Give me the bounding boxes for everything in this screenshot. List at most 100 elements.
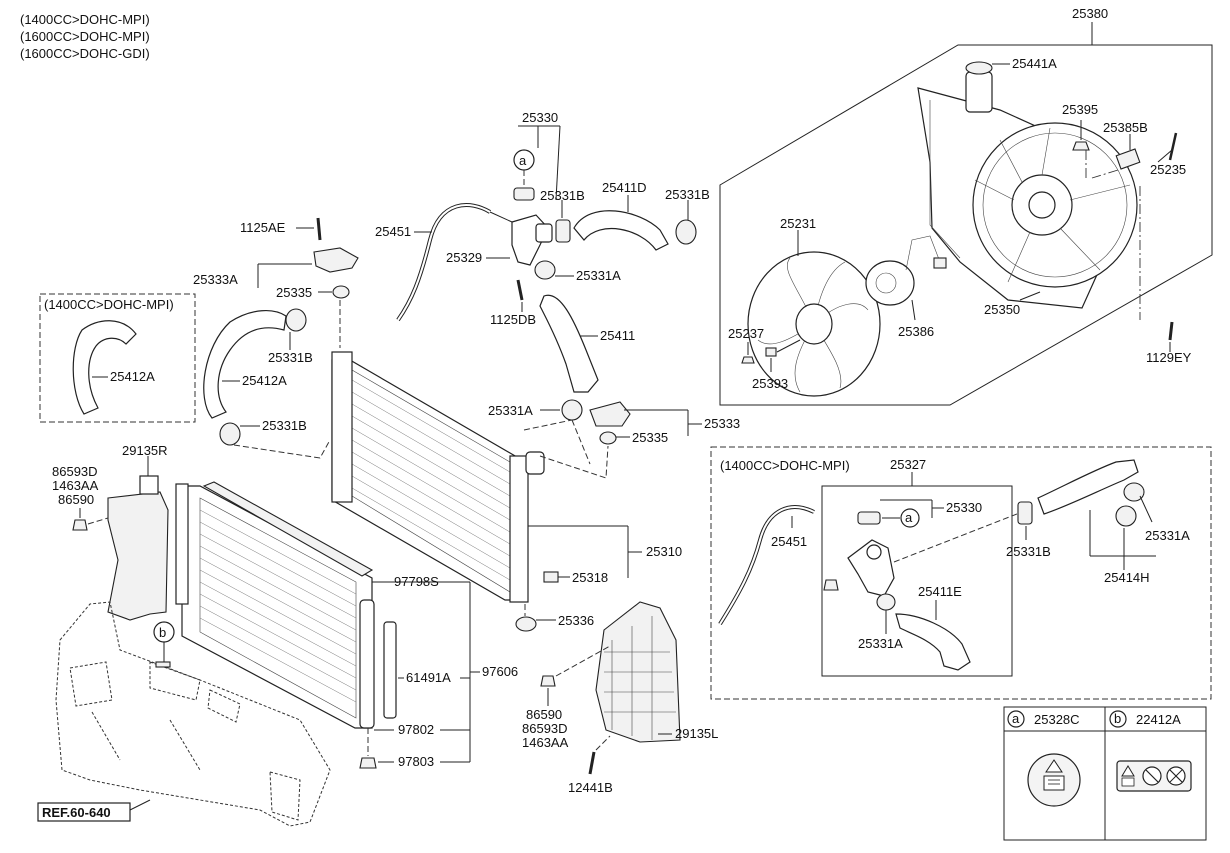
- header-note-2: (1600CC>DOHC-MPI): [20, 29, 150, 44]
- callout-a-2-letter: a: [905, 510, 913, 525]
- hose-25412A: [203, 310, 287, 419]
- clamp-25331B-1: [555, 219, 571, 243]
- left-option-note: (1400CC>DOHC-MPI): [44, 297, 174, 312]
- air-guard-29135R-clip: [139, 475, 159, 495]
- bush-25335-2: [599, 431, 617, 445]
- motor-connector: [933, 257, 947, 269]
- bolt-1125AE: [316, 217, 322, 241]
- upper-hose-group: 25330 a 25329 25331B 25411D 25331B 25451…: [375, 110, 710, 393]
- label-25412A-1: 25412A: [110, 369, 155, 384]
- label-25318: 25318: [572, 570, 608, 585]
- label-25331B-5: 25331B: [1006, 544, 1051, 559]
- callout-a-2: [900, 508, 920, 528]
- bolt-housing-2: [823, 579, 839, 591]
- bolt-1125DB: [516, 279, 524, 301]
- label-25331A-3: 25331A: [858, 636, 903, 651]
- label-25411E: 25411E: [918, 584, 962, 599]
- clamp-25331B-4: [219, 422, 241, 446]
- clamp-25331B-5: [1017, 501, 1033, 525]
- label-29135L: 29135L: [675, 726, 718, 741]
- radiator-group: 25310 25318 25336 25333 25331A 25335: [331, 351, 740, 632]
- label-25327: 25327: [890, 457, 926, 472]
- label-25330-2: 25330: [946, 500, 982, 515]
- label-25310: 25310: [646, 544, 682, 559]
- clamp-25331B-2: [675, 219, 697, 245]
- bracket-25333A: [313, 247, 359, 273]
- air-guard-right-group: 29135R 86593D 1463AA 86590: [52, 443, 169, 621]
- label-25331B-3: 25331B: [268, 350, 313, 365]
- cap-25330: [513, 187, 535, 201]
- plug-97803: [359, 757, 377, 769]
- hose-25411E: [895, 613, 971, 671]
- label-25395: 25395: [1062, 102, 1098, 117]
- legend-b-part: 22412A: [1136, 712, 1181, 727]
- label-1125DB: 1125DB: [490, 312, 536, 327]
- label-97802: 97802: [398, 722, 434, 737]
- fan-assembly-frame: [719, 44, 1213, 406]
- label-86590-1: 86590: [58, 492, 94, 507]
- legend-a-circle: [1007, 710, 1025, 728]
- label-25411D: 25411D: [602, 180, 647, 195]
- ref-label-box: [37, 802, 131, 822]
- air-guard-left-group: 29135L 86590 86593D 1463AA 12441B: [522, 601, 718, 795]
- radiator-right-tank: [509, 455, 529, 603]
- plug-25318: [543, 571, 559, 583]
- label-plate-b: [155, 661, 171, 668]
- bolt-1129EY: [1168, 321, 1174, 341]
- clamp-25331B-3: [285, 308, 307, 332]
- label-25385B: 25385B: [1103, 120, 1148, 135]
- label-1463AA-2: 1463AA: [522, 735, 569, 750]
- header-note-3: (1600CC>DOHC-GDI): [20, 46, 150, 61]
- label-25333: 25333: [704, 416, 740, 431]
- housing-25329-2: [847, 539, 895, 597]
- hose-25411: [539, 294, 599, 393]
- air-guard-29135R: [107, 491, 169, 621]
- label-25414H: 25414H: [1104, 570, 1150, 585]
- clamp-25331A-4: [1123, 482, 1145, 502]
- label-25237: 25237: [728, 326, 764, 341]
- label-25331A-4: 25331A: [1145, 528, 1190, 543]
- receiver-drier: [359, 599, 375, 729]
- label-86593D-2: 86593D: [522, 721, 568, 736]
- left-option-frame: [39, 293, 196, 423]
- label-86593D-1: 86593D: [52, 464, 98, 479]
- right-option-frame: [710, 446, 1212, 700]
- fastener-86590-1: [72, 519, 88, 531]
- bracket-25333: [589, 401, 631, 427]
- label-25331B-2: 25331B: [665, 187, 710, 202]
- ref-label: REF.60-640: [42, 805, 111, 820]
- nut-25237: [741, 356, 755, 364]
- left-upper-group: 1125AE 25333A 25335 25331B 25412A 25331B: [193, 217, 359, 459]
- thermostat-housing-box: [821, 485, 1013, 677]
- right-option-box: (1400CC>DOHC-MPI) 25327 25330 a 25451 25…: [710, 446, 1212, 700]
- label-25330: 25330: [522, 110, 558, 125]
- label-1129EY: 1129EY: [1146, 350, 1192, 365]
- label-25393: 25393: [752, 376, 788, 391]
- label-25441A: 25441A: [1012, 56, 1057, 71]
- label-86590-2: 86590: [526, 707, 562, 722]
- clamp-25331A-2: [561, 399, 583, 421]
- legend-a-letter: a: [1012, 711, 1020, 726]
- fan-assembly-group: 25380 25441A 25395 25385B 25: [719, 6, 1213, 406]
- label-25333A: 25333A: [193, 272, 238, 287]
- label-25235: 25235: [1150, 162, 1186, 177]
- label-25331B-1: 25331B: [540, 188, 585, 203]
- clip-25395: [1072, 141, 1090, 151]
- label-25386: 25386: [898, 324, 934, 339]
- label-97803: 97803: [398, 754, 434, 769]
- bush-25335-1: [332, 285, 350, 299]
- left-option-box: (1400CC>DOHC-MPI) 25412A: [39, 293, 196, 423]
- header-note-1: (1400CC>DOHC-MPI): [20, 12, 150, 27]
- clip-25393: [765, 347, 777, 357]
- hose-25414H: [1037, 459, 1139, 515]
- radiator-left-tank: [331, 351, 353, 503]
- label-25451-2: 25451: [771, 534, 807, 549]
- label-97606: 97606: [482, 664, 518, 679]
- label-1125AE: 1125AE: [240, 220, 286, 235]
- legend-a-part: 25328C: [1034, 712, 1080, 727]
- label-61491A: 61491A: [406, 670, 451, 685]
- right-option-note: (1400CC>DOHC-MPI): [720, 458, 850, 473]
- front-carrier-group: b REF.60-640: [37, 601, 331, 827]
